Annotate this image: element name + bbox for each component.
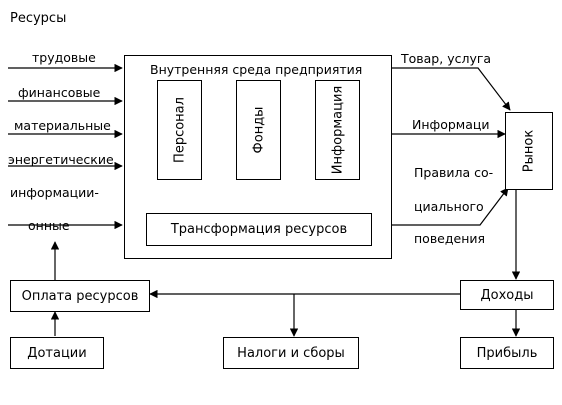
personnel-block: Персонал [157, 80, 202, 180]
personnel-label: Персонал [172, 97, 187, 163]
market-block: Рынок [505, 112, 553, 190]
information-label: Информация [330, 85, 345, 175]
rules-label-1: Правила со- [414, 165, 494, 180]
subsidies-block: Дотации [10, 337, 104, 369]
input-label-info-2: онные [28, 218, 70, 233]
information-out-label: Информаци [412, 117, 490, 132]
information-block: Информация [315, 80, 360, 180]
funds-block: Фонды [236, 80, 281, 180]
input-label-info-1: информации- [10, 185, 99, 200]
arrow-rules [392, 187, 509, 226]
profit-block: Прибыль [460, 337, 554, 369]
input-label-financial: финансовые [18, 85, 101, 100]
rules-label-2: циального [414, 199, 484, 214]
enterprise-title: Внутренняя среда предприятия [150, 62, 363, 77]
transformation-block: Трансформация ресурсов [146, 213, 372, 246]
resources-heading: Ресурсы [10, 11, 67, 26]
funds-label: Фонды [251, 106, 266, 154]
rules-label-3: поведения [414, 231, 486, 246]
goods-label: Товар, услуга [401, 51, 492, 66]
input-label-labor: трудовые [32, 50, 96, 65]
market-label: Рынок [521, 129, 537, 173]
payment-block: Оплата ресурсов [10, 280, 150, 312]
input-label-energy: энергетические [8, 152, 114, 167]
arrow-goods [392, 67, 511, 111]
taxes-block: Налоги и сборы [223, 337, 359, 369]
input-label-material: материальные [14, 118, 111, 133]
income-block: Доходы [460, 280, 554, 310]
